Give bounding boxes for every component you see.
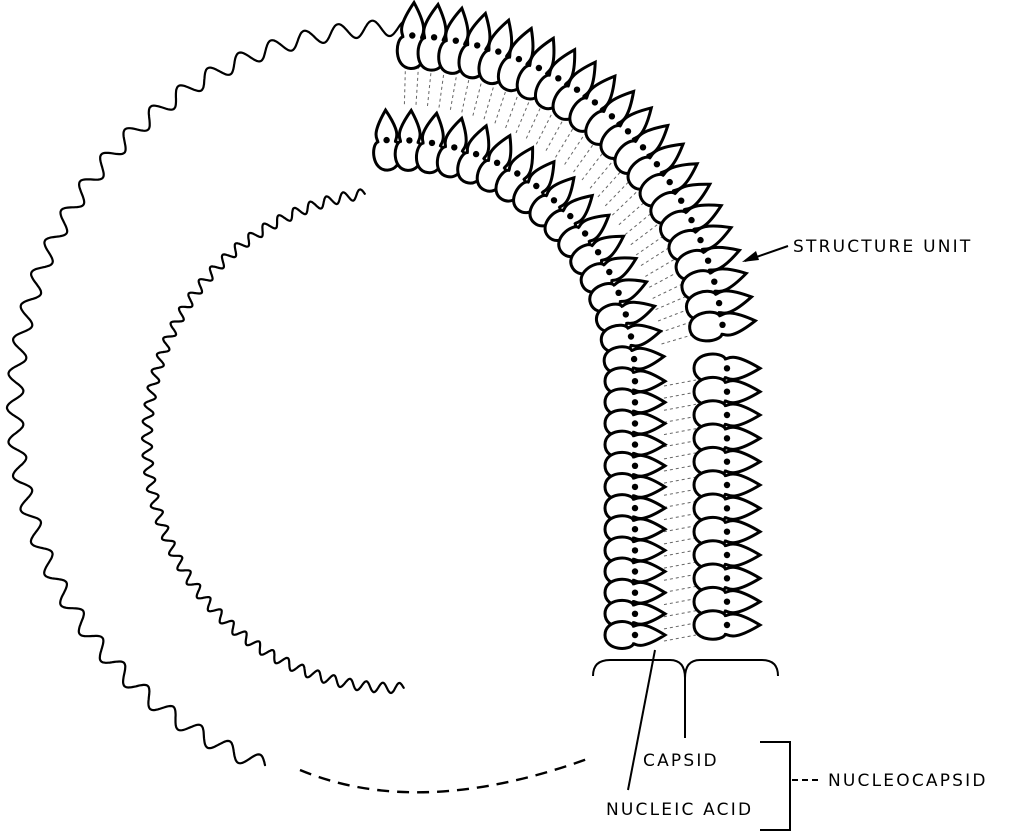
structure-unit-junction [595,249,601,255]
structure-unit-junction [615,290,621,296]
structure-unit-junction [632,463,638,469]
structure-unit-junction [567,213,573,219]
structure-unit-junction [533,183,539,189]
structure-unit-junction [632,611,638,617]
structure-unit-junction [495,48,501,54]
capsid-label: CAPSID [643,751,719,771]
structure-unit-junction [514,170,520,176]
structure-unit-junction [551,197,557,203]
structure-unit-junction [474,42,480,48]
structure-unit-junction [409,32,415,38]
nucleic-acid-dashed-tail [300,758,590,792]
structure-unit-junction [609,113,615,119]
structure-unit-label: STRUCTURE UNIT [793,237,972,257]
structure-unit-junction [536,65,542,71]
structure-unit-junction [724,482,730,488]
structure-unit-junction [724,552,730,558]
structure-unit-junction [724,575,730,581]
outer-capsid-row [396,2,760,639]
structure-unit-junction [606,269,612,275]
structure-unit-junction [453,38,459,44]
structure-unit-junction [632,441,638,447]
inner-capsid-row [372,110,665,649]
structure-unit-junction [632,399,638,405]
structure-unit-junction [574,87,580,93]
structure-unit-junction [632,505,638,511]
structure-unit-junction [724,365,730,371]
structure-unit-junction [724,599,730,605]
outer-nucleic-acid-strand [7,20,415,765]
structure-unit-junction [724,389,730,395]
structure-unit-junction [555,75,561,81]
structure-unit-junction [451,144,457,150]
structure-unit-junction [724,412,730,418]
structure-unit-junction [678,198,684,204]
structure-unit-junction [724,505,730,511]
structure-unit-junction [623,311,629,317]
structure-unit-junction [625,128,631,134]
structure-unit-junction [705,258,711,264]
nucleocapsid-label: NUCLEOCAPSID [828,771,988,791]
structure-unit-arrowhead [742,251,759,262]
inner-nucleic-acid-strand [142,189,404,693]
structure-unit-junction [631,356,637,362]
structure-unit-junction [632,378,638,384]
structure-unit-junction [724,459,730,465]
structure-unit-junction [632,632,638,638]
structure-unit-junction [640,144,646,150]
structure-unit-junction [406,137,412,143]
structure-unit-junction [632,420,638,426]
structure-unit-junction [632,484,638,490]
structure-unit-junction [383,137,389,143]
structure-unit-junction [632,526,638,532]
structure-unit-junction [582,230,588,236]
structure-unit-junction [628,333,634,339]
structure-unit-junction [724,529,730,535]
structure-unit-junction [592,99,598,105]
structure-unit-junction [716,300,722,306]
nucleic-acid-label: NUCLEIC ACID [606,800,753,820]
structure-unit-junction [724,622,730,628]
structure-unit-junction [711,279,717,285]
structure-unit-junction [654,161,660,167]
capsid-brace [593,660,778,678]
structure-unit-junction [688,217,694,223]
structure-unit-junction [719,322,725,328]
structure-unit-junction [667,179,673,185]
structure-unit-junction [697,237,703,243]
structure-unit-junction [632,568,638,574]
structure-unit-junction [516,56,522,62]
structure-unit-junction [494,160,500,166]
structure-unit-junction [724,435,730,441]
structure-unit-junction [632,547,638,553]
structure-unit-junction [632,590,638,596]
structure-unit-junction [473,151,479,157]
structure-unit-junction [431,34,437,40]
structure-unit-junction [429,140,435,146]
nucleocapsid-bracket [760,742,790,830]
